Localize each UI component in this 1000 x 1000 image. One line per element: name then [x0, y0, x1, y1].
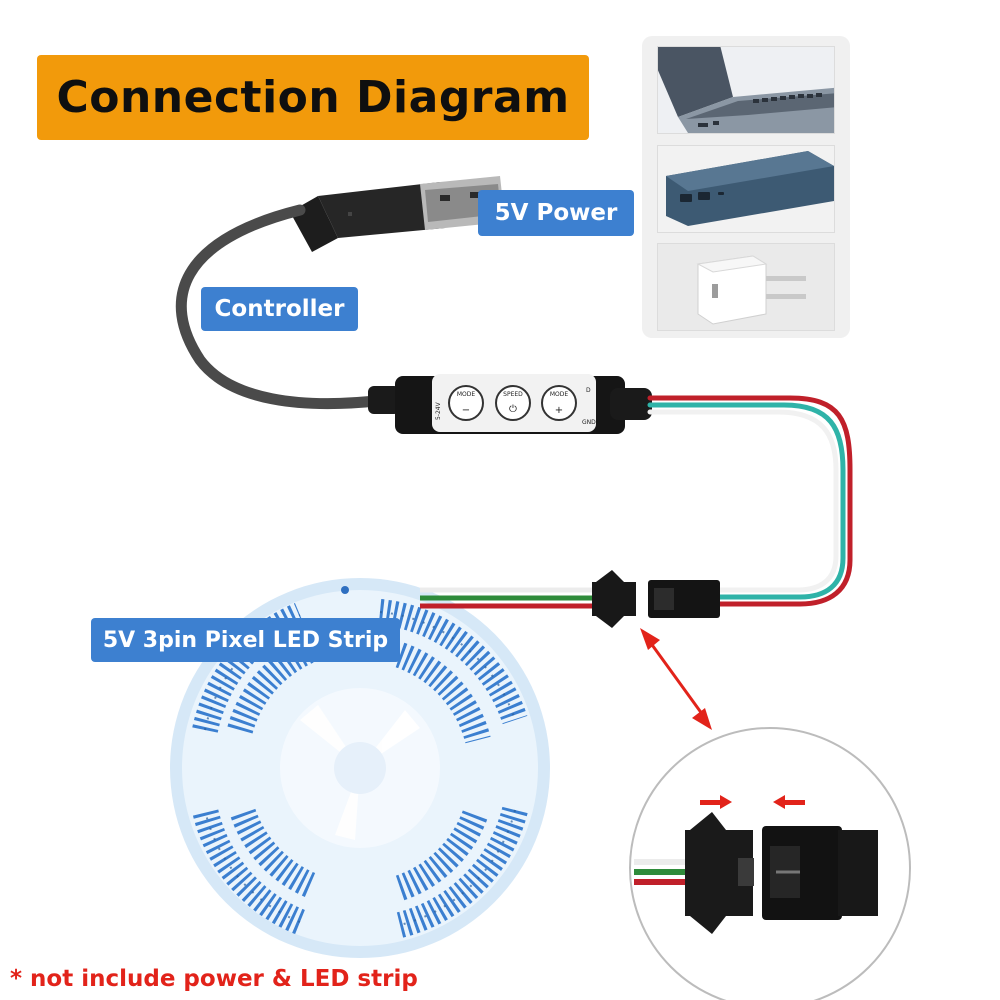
footnote: * not include power & LED strip — [10, 966, 418, 992]
output-wires — [647, 395, 853, 607]
speed-label: SPEED — [503, 391, 523, 398]
laptop-image — [657, 46, 835, 134]
data-pin-label: D — [586, 387, 591, 394]
strip-wires — [420, 587, 596, 609]
usb-plug — [290, 176, 505, 252]
controller-label: Controller — [201, 287, 358, 331]
title-banner: Connection Diagram — [37, 55, 589, 140]
ground-pin-label: GND — [582, 419, 596, 426]
mode-minus-button — [448, 385, 484, 421]
svg-text:⏻: ⏻ — [509, 404, 517, 415]
jst-connectors — [592, 570, 720, 628]
mode-minus-label: MODE — [457, 391, 476, 398]
usb-cable — [175, 204, 391, 410]
power-label: 5V Power — [478, 190, 634, 236]
led-strip-reel — [170, 578, 550, 958]
voltage-pin-label: 5-24V — [435, 401, 442, 420]
usb-charger-image — [657, 243, 835, 331]
mode-plus-button — [541, 385, 577, 421]
zoom-arrow — [640, 628, 712, 730]
power-bank-image — [657, 145, 835, 233]
mode-plus-label: MODE — [550, 391, 569, 398]
led-strip-label: 5V 3pin Pixel LED Strip — [91, 618, 400, 662]
page-title: Connection Diagram — [56, 72, 570, 123]
connector-zoom-view — [629, 727, 911, 1000]
svg-text:+: + — [555, 405, 563, 416]
controller-unit: MODE − SPEED ⏻ MODE + 5-24V D GND — [368, 374, 652, 434]
speed-button — [495, 385, 531, 421]
svg-text:−: − — [462, 405, 470, 416]
